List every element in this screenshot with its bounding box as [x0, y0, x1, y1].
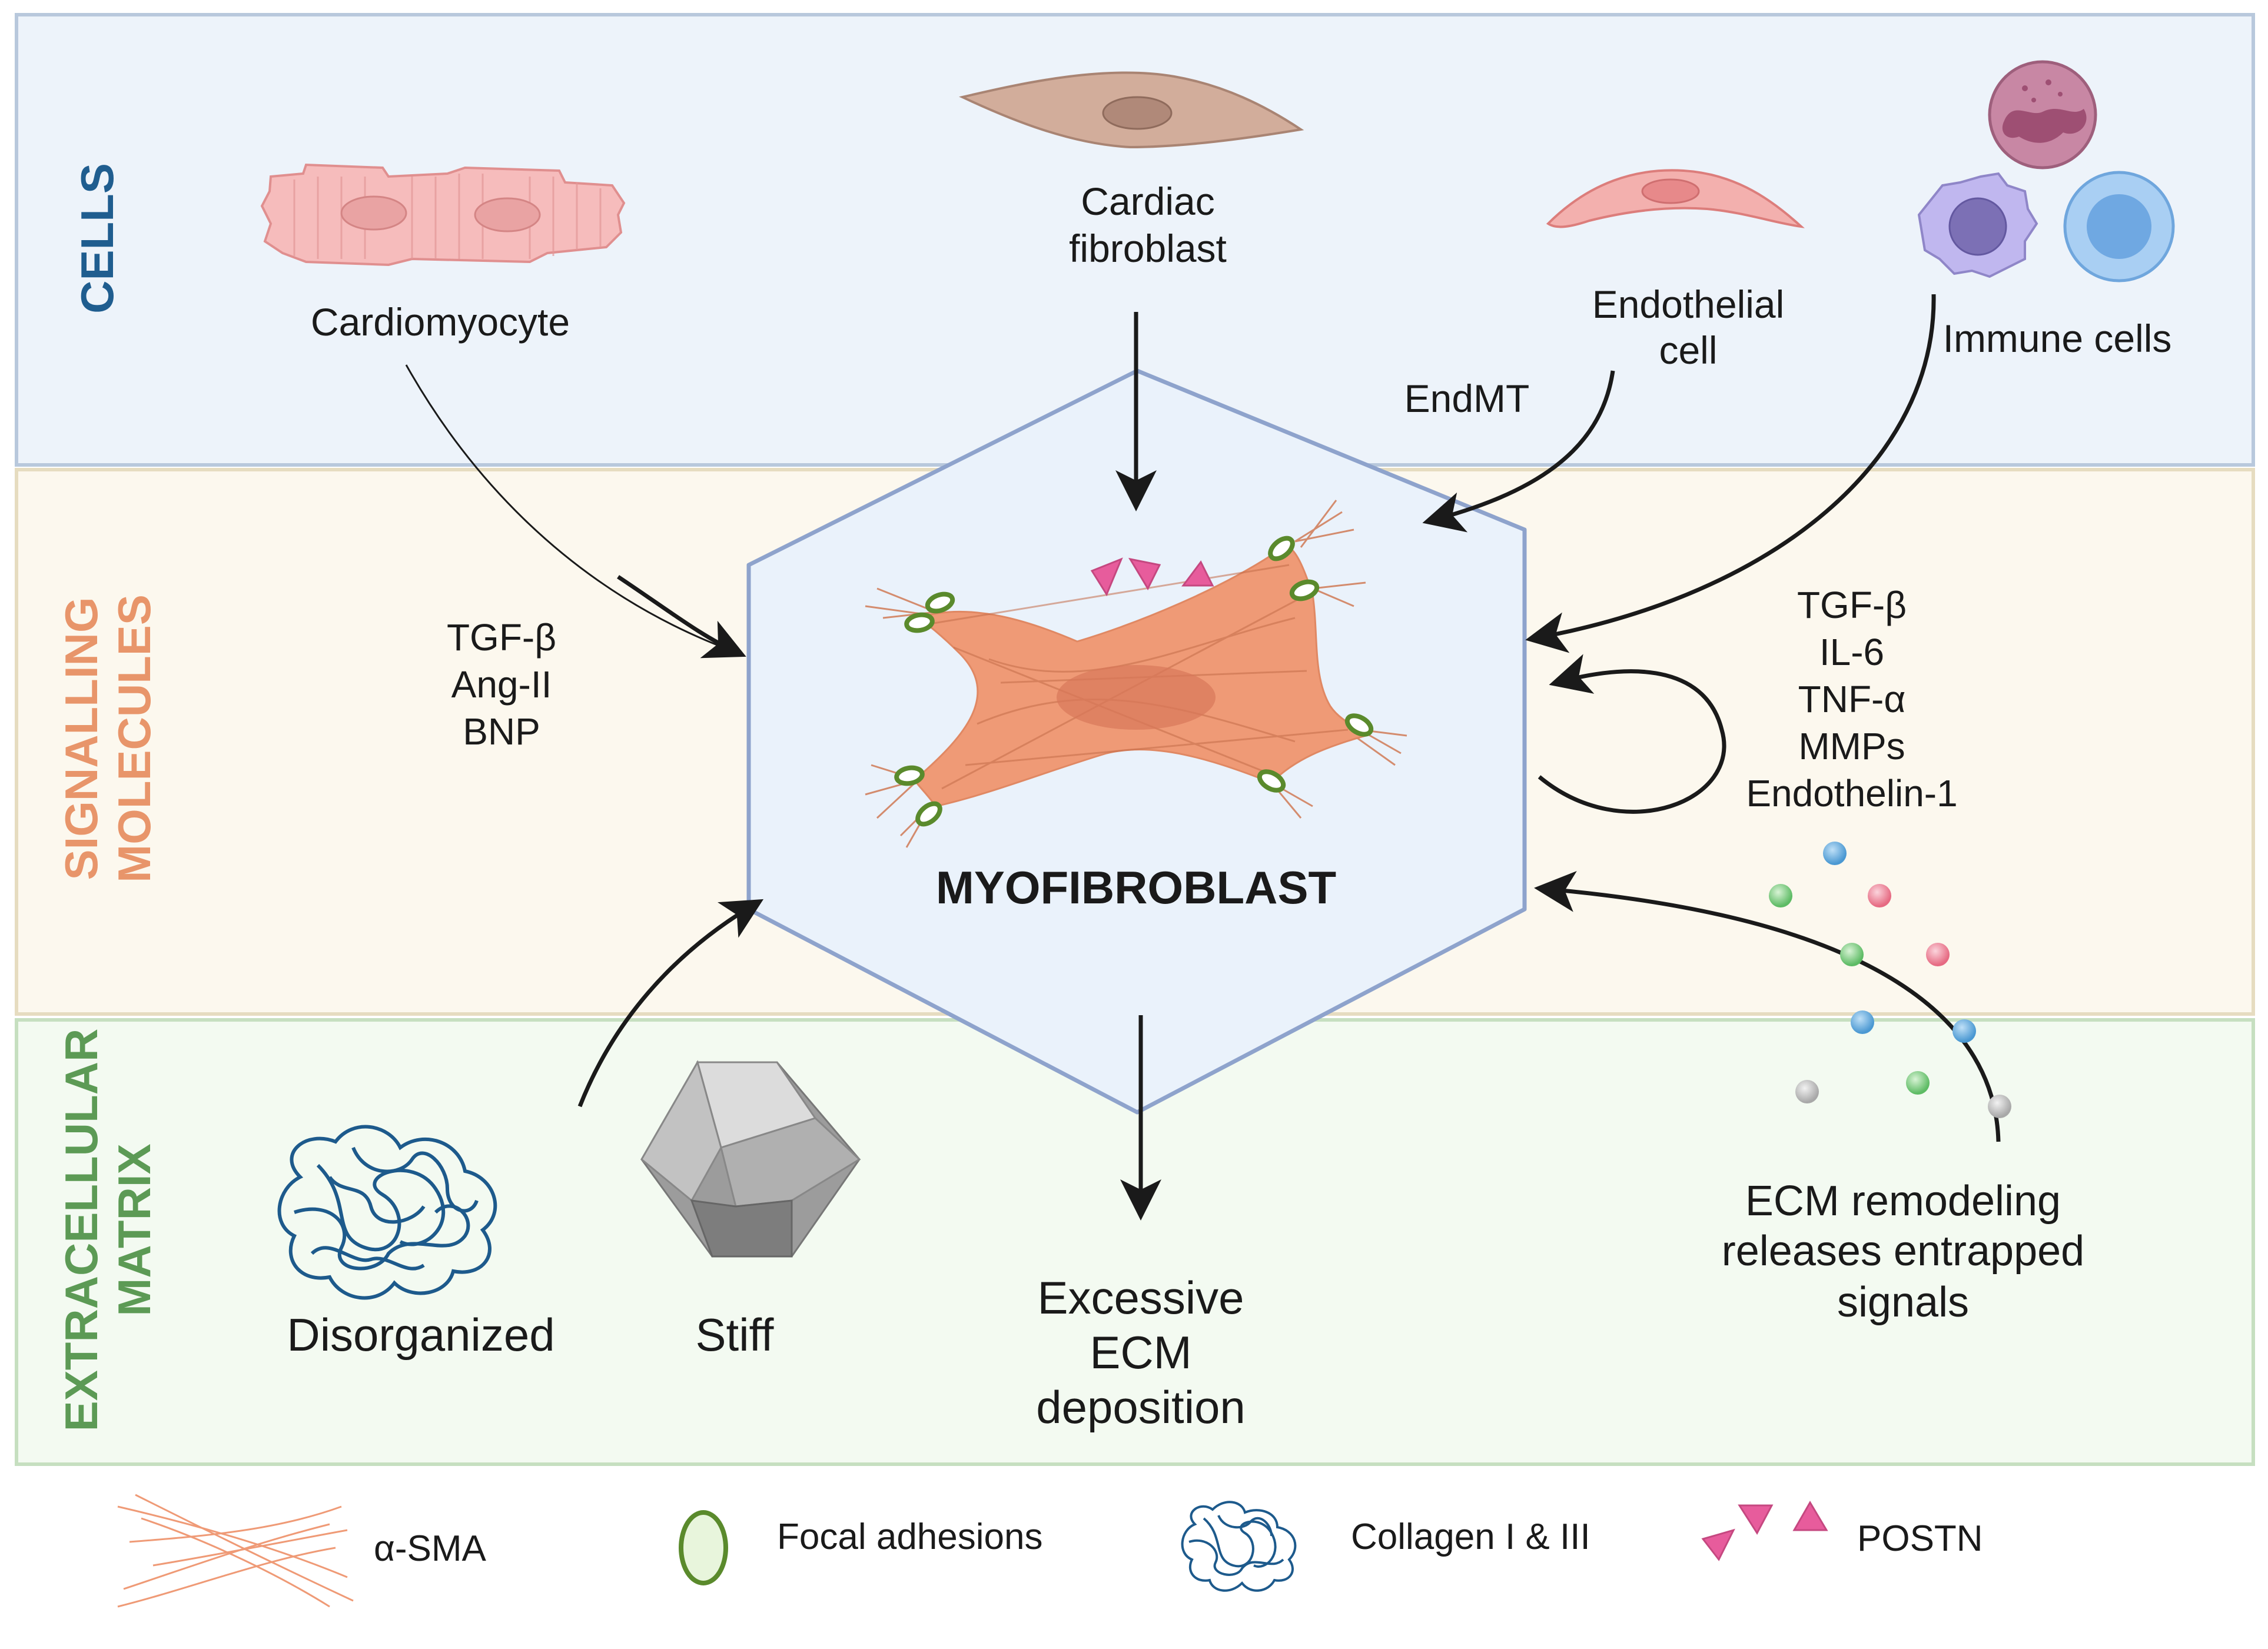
signal-right-0: TGF-β: [1797, 584, 1907, 626]
arrows: [405, 294, 2001, 1221]
signal-left-1: Ang-II: [451, 663, 552, 706]
excessive-ecm-label-1: Excessive: [1037, 1272, 1244, 1324]
excessive-ecm-label-3: deposition: [1036, 1381, 1246, 1433]
signal-molecules-icon: [1769, 842, 2011, 1118]
legend-focal-label: Focal adhesions: [777, 1517, 1043, 1557]
signal-right-3: MMPs: [1798, 725, 1905, 767]
immune-cells-icon: [1917, 60, 2175, 282]
arrow-ecm-left: [577, 899, 764, 1108]
myofibroblast-icon: [865, 500, 1407, 848]
band-label-ecm-2: MATRIX: [108, 1143, 160, 1316]
collagen-disorganized-icon: [277, 1125, 497, 1300]
legend-asma-label: α-SMA: [374, 1528, 486, 1569]
arrow-ecm-right: [1534, 870, 2001, 1142]
endothelial-cell-label-1: Endothelial: [1592, 282, 1785, 326]
excessive-ecm-label-2: ECM: [1090, 1326, 1191, 1378]
stiff-matrix-icon: [640, 1060, 861, 1258]
band-label-signalling-2: MOLECULES: [108, 594, 160, 883]
stiff-label: Stiff: [696, 1309, 774, 1361]
cardiomyocyte-icon: [260, 163, 626, 267]
disorganized-label: Disorganized: [287, 1309, 554, 1361]
endothelial-cell-label-2: cell: [1659, 328, 1717, 372]
endmt-label: EndMT: [1404, 377, 1530, 420]
arrow-autocrine: [1538, 654, 1726, 814]
asma-legend-icon: [117, 1494, 354, 1608]
immune-cells-label: Immune cells: [1943, 317, 2172, 360]
arrow-endothelial: [1422, 370, 1615, 533]
endothelial-cell-icon: [1546, 169, 1805, 228]
cardiac-fibroblast-label-1: Cardiac: [1081, 179, 1214, 223]
legend-postn-label: POSTN: [1857, 1518, 1983, 1559]
collagen-legend-icon: [1181, 1501, 1297, 1592]
ecm-remodeling-label-2: releases entrapped: [1722, 1228, 2084, 1275]
signal-left-2: BNP: [463, 710, 540, 753]
arrow-cardiomyocyte: [405, 364, 739, 654]
band-label-signalling-1: SIGNALLING: [55, 597, 107, 880]
signal-right-2: TNF-α: [1798, 678, 1906, 720]
ecm-remodeling-label-1: ECM remodeling: [1745, 1178, 2061, 1225]
arrow-immune: [1525, 294, 1936, 653]
postn-legend-icon: [1701, 1501, 1828, 1561]
cardiac-fibroblast-icon: [958, 71, 1304, 149]
band-label-ecm-1: EXTRACELLULAR: [55, 1029, 107, 1432]
cardiomyocyte-label: Cardiomyocyte: [311, 300, 570, 344]
myofibroblast-title: MYOFIBROBLAST: [936, 862, 1336, 913]
ecm-remodeling-label-3: signals: [1837, 1279, 1969, 1326]
signals-left-list: TGF-β Ang-II BNP: [447, 616, 556, 753]
signal-right-1: IL-6: [1819, 631, 1884, 673]
focal-adhesion-legend-icon: [679, 1510, 728, 1585]
legend-collagen-label: Collagen I & III: [1351, 1517, 1590, 1557]
band-label-cells: CELLS: [71, 163, 123, 314]
signals-right-list: TGF-β IL-6 TNF-α MMPs Endothelin-1: [1746, 584, 1957, 814]
signal-right-4: Endothelin-1: [1746, 772, 1957, 814]
cardiac-fibroblast-label-2: fibroblast: [1069, 227, 1227, 270]
legend: α-SMA Focal adhesions Collagen I & III P…: [117, 1494, 1983, 1608]
signal-left-0: TGF-β: [447, 616, 556, 659]
